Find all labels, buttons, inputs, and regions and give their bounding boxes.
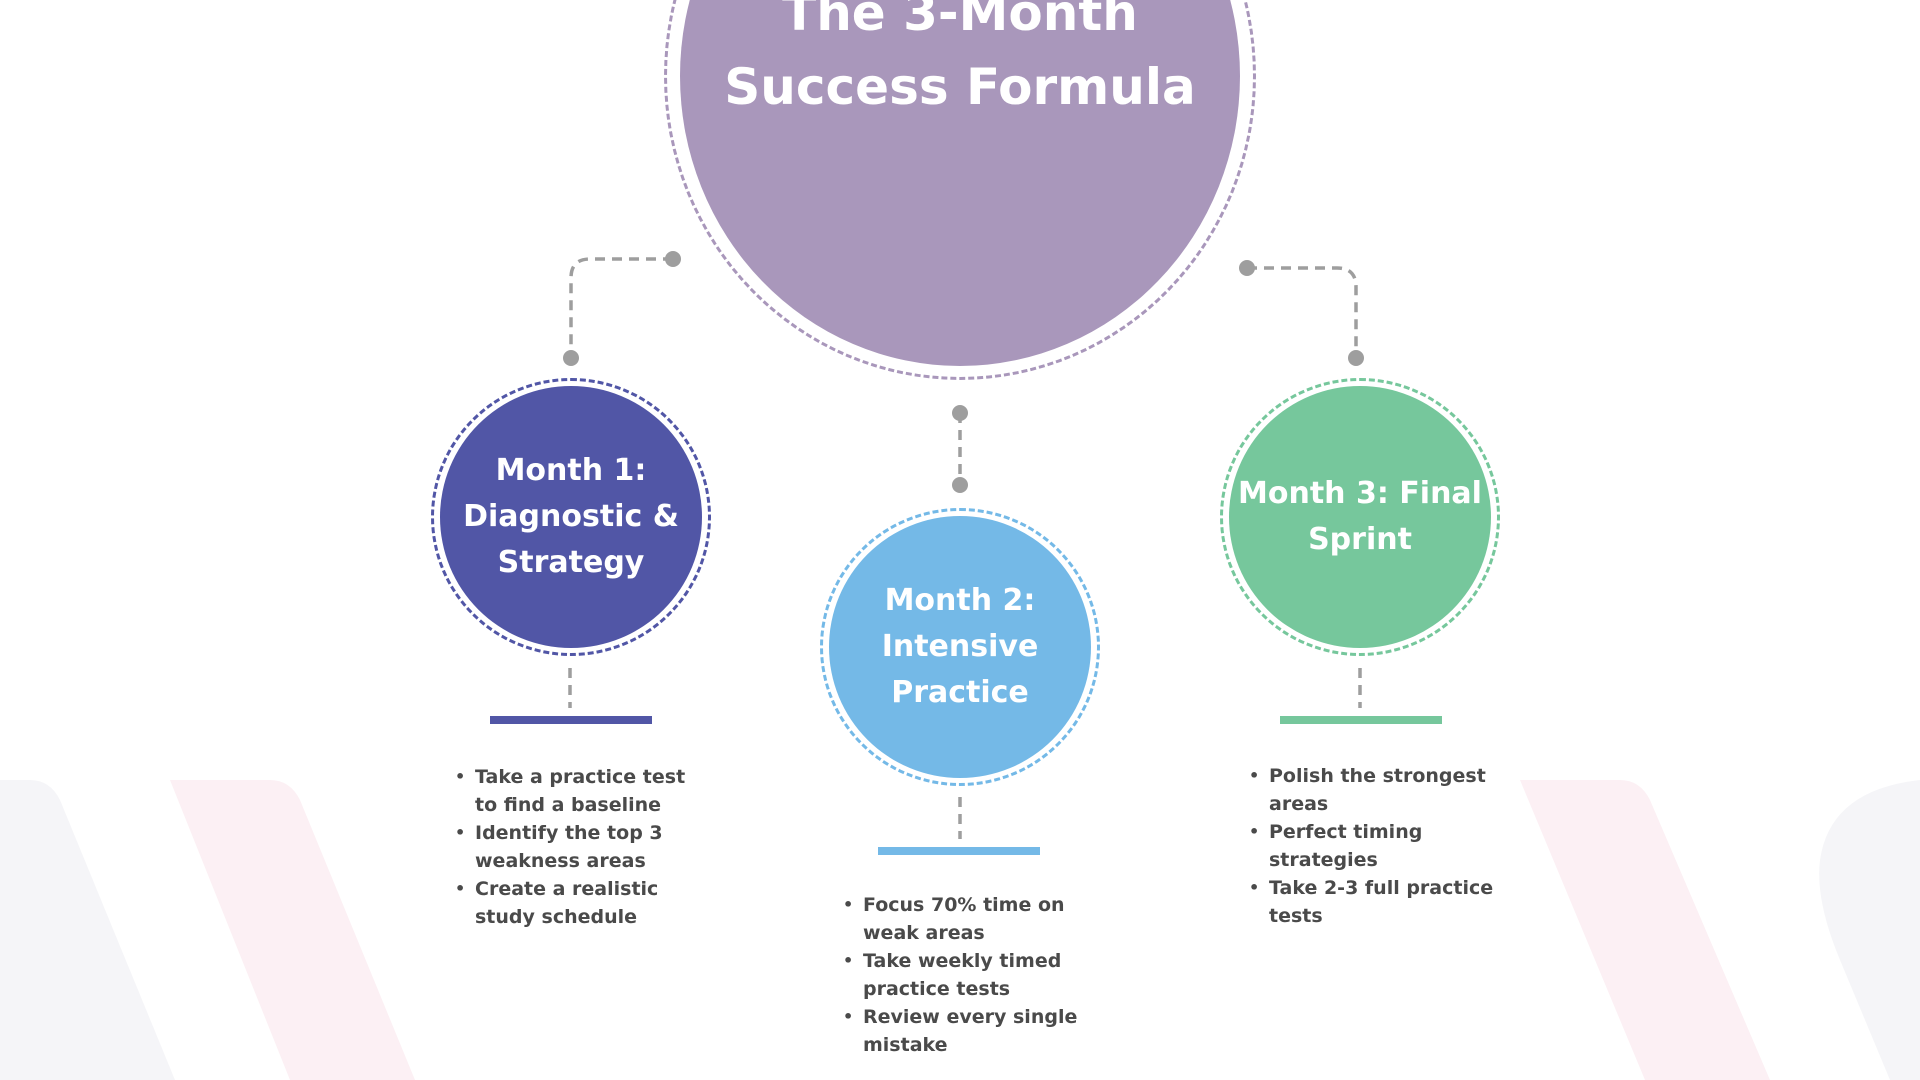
month-2-label-line: Practice: [891, 675, 1029, 710]
month-1-circle: Month 1: Diagnostic & Strategy: [440, 386, 702, 648]
month-1-label: Month 1: Diagnostic & Strategy: [463, 448, 679, 586]
month-3-list: Polish the strongest areas Perfect timin…: [1249, 762, 1504, 930]
month-2-ring: [820, 508, 1100, 786]
list-item: Take 2-3 full practice tests: [1249, 874, 1504, 930]
month-1-ring: [431, 378, 711, 656]
list-item: Review every single mistake: [843, 1003, 1098, 1059]
month-1-label-line: Diagnostic &: [463, 499, 679, 534]
month-2-circle: Month 2: Intensive Practice: [829, 516, 1091, 778]
list-item: Identify the top 3 weakness areas: [455, 819, 710, 875]
main-title-line-1: The 3-Month: [782, 0, 1138, 42]
month-2-bar: [878, 847, 1040, 855]
list-item: Take a practice test to find a baseline: [455, 763, 710, 819]
list-item: Perfect timing strategies: [1249, 818, 1504, 874]
main-title: The 3-Month Success Formula: [724, 0, 1195, 124]
month-1-list: Take a practice test to find a baseline …: [455, 763, 710, 931]
month-2-list: Focus 70% time on weak areas Take weekly…: [843, 891, 1098, 1059]
list-item: Take weekly timed practice tests: [843, 947, 1098, 1003]
month-1-label-line: Strategy: [497, 545, 645, 580]
month-1-label-line: Month 1:: [495, 453, 647, 488]
month-3-bar: [1280, 716, 1442, 724]
month-3-label: Month 3: Final Sprint: [1238, 471, 1482, 563]
list-item: Create a realistic study schedule: [455, 875, 710, 931]
list-item: Focus 70% time on weak areas: [843, 891, 1098, 947]
list-item: Polish the strongest areas: [1249, 762, 1504, 818]
month-3-label-line: Month 3: Final: [1238, 476, 1482, 511]
month-1-bar: [490, 716, 652, 724]
month-2-label: Month 2: Intensive Practice: [882, 578, 1039, 716]
main-title-line-2: Success Formula: [724, 58, 1196, 116]
month-2-label-line: Month 2:: [884, 583, 1036, 618]
month-3-ring: [1220, 378, 1500, 656]
month-2-label-line: Intensive: [881, 629, 1039, 664]
month-3-label-line: Sprint: [1308, 522, 1412, 557]
month-3-circle: Month 3: Final Sprint: [1229, 386, 1491, 648]
